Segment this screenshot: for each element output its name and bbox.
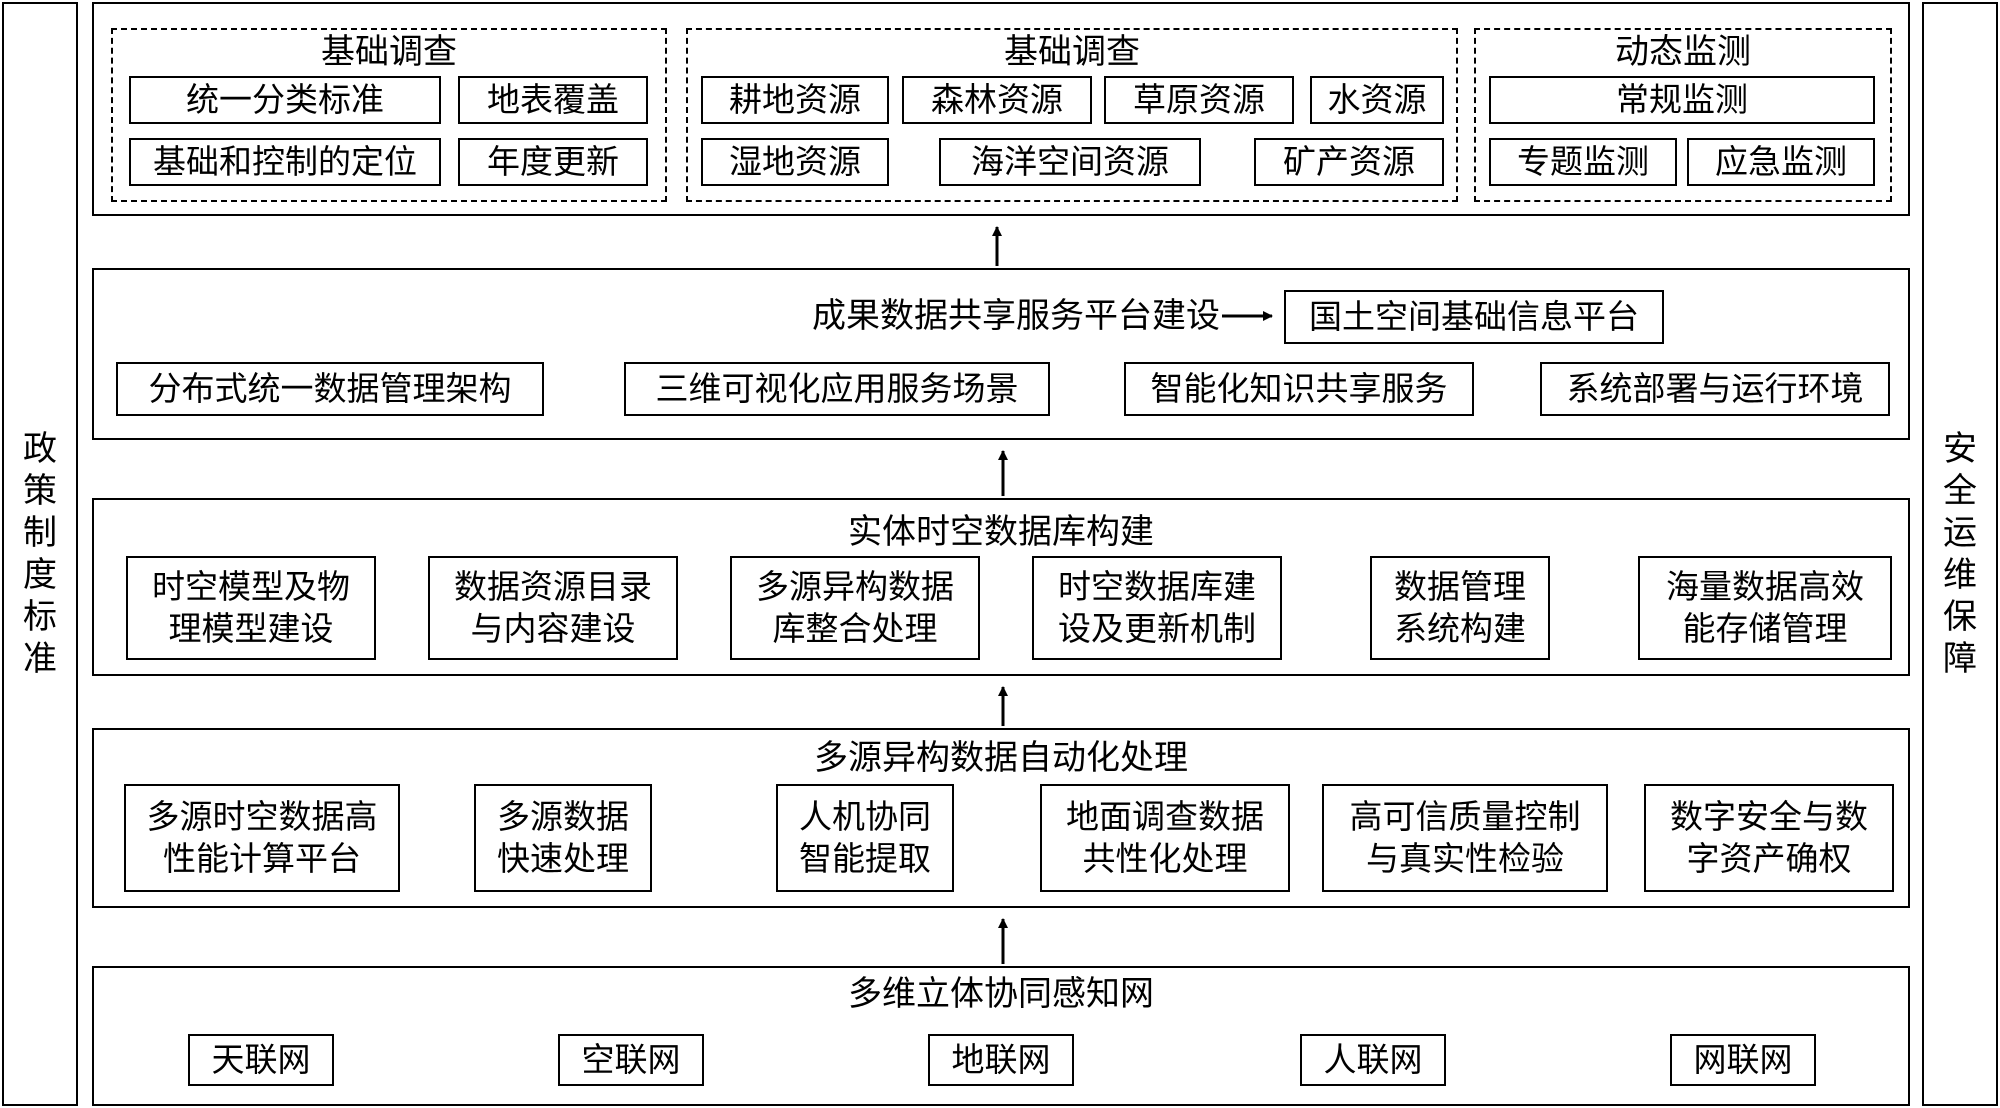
resource-item: 湿地资源 — [701, 138, 889, 186]
survey-item: 基础和控制的定位 — [129, 138, 441, 186]
survey-item: 年度更新 — [458, 138, 648, 186]
sensing-title: 多维立体协同感知网 — [848, 974, 1154, 1014]
survey-item: 地表覆盖 — [458, 76, 648, 124]
processing-item: 数字安全与数 字资产确权 — [1644, 784, 1894, 892]
resource-item: 矿产资源 — [1254, 138, 1444, 186]
processing-item: 人机协同 智能提取 — [776, 784, 954, 892]
database-item: 时空数据库建 设及更新机制 — [1032, 556, 1282, 660]
sensing-item: 空联网 — [558, 1034, 704, 1086]
database-title: 实体时空数据库构建 — [848, 512, 1154, 552]
survey-group-basic-title: 基础调查 — [321, 32, 457, 72]
database-item: 多源异构数据 库整合处理 — [730, 556, 980, 660]
processing-item: 多源时空数据高 性能计算平台 — [124, 784, 400, 892]
left-side-panel — [2, 2, 78, 1106]
survey-group-resources-title: 基础调查 — [1004, 32, 1140, 72]
right-side-label: 安全运维保障 — [1943, 429, 1977, 679]
monitoring-group-title: 动态监测 — [1615, 32, 1751, 72]
platform-item: 系统部署与运行环境 — [1540, 362, 1890, 416]
survey-item: 统一分类标准 — [129, 76, 441, 124]
sensing-item: 天联网 — [188, 1034, 334, 1086]
platform-item: 三维可视化应用服务场景 — [624, 362, 1050, 416]
database-item: 数据资源目录 与内容建设 — [428, 556, 678, 660]
platform-item: 智能化知识共享服务 — [1124, 362, 1474, 416]
right-side-panel — [1922, 2, 1998, 1106]
resource-item: 森林资源 — [902, 76, 1092, 124]
resource-item: 海洋空间资源 — [939, 138, 1201, 186]
platform-title: 成果数据共享服务平台建设 — [812, 296, 1220, 336]
resource-item: 水资源 — [1310, 76, 1444, 124]
processing-item: 多源数据 快速处理 — [474, 784, 652, 892]
sensing-item: 网联网 — [1670, 1034, 1816, 1086]
database-layer — [92, 498, 1910, 676]
processing-title: 多源异构数据自动化处理 — [814, 738, 1188, 778]
left-side-label: 政策制度标准 — [23, 429, 57, 679]
processing-item: 高可信质量控制 与真实性检验 — [1322, 784, 1608, 892]
resource-item: 耕地资源 — [701, 76, 889, 124]
platform-target: 国土空间基础信息平台 — [1284, 290, 1664, 344]
platform-item: 分布式统一数据管理架构 — [116, 362, 544, 416]
survey-group-basic — [111, 28, 667, 202]
monitoring-group — [1474, 28, 1892, 202]
processing-item: 地面调查数据 共性化处理 — [1040, 784, 1290, 892]
database-item: 时空模型及物 理模型建设 — [126, 556, 376, 660]
monitoring-item: 常规监测 — [1489, 76, 1875, 124]
sensing-item: 地联网 — [928, 1034, 1074, 1086]
monitoring-item: 应急监测 — [1687, 138, 1875, 186]
resource-item: 草原资源 — [1104, 76, 1294, 124]
sensing-item: 人联网 — [1300, 1034, 1446, 1086]
database-item: 数据管理 系统构建 — [1370, 556, 1550, 660]
monitoring-item: 专题监测 — [1489, 138, 1677, 186]
database-item: 海量数据高效 能存储管理 — [1638, 556, 1892, 660]
survey-group-resources — [686, 28, 1458, 202]
